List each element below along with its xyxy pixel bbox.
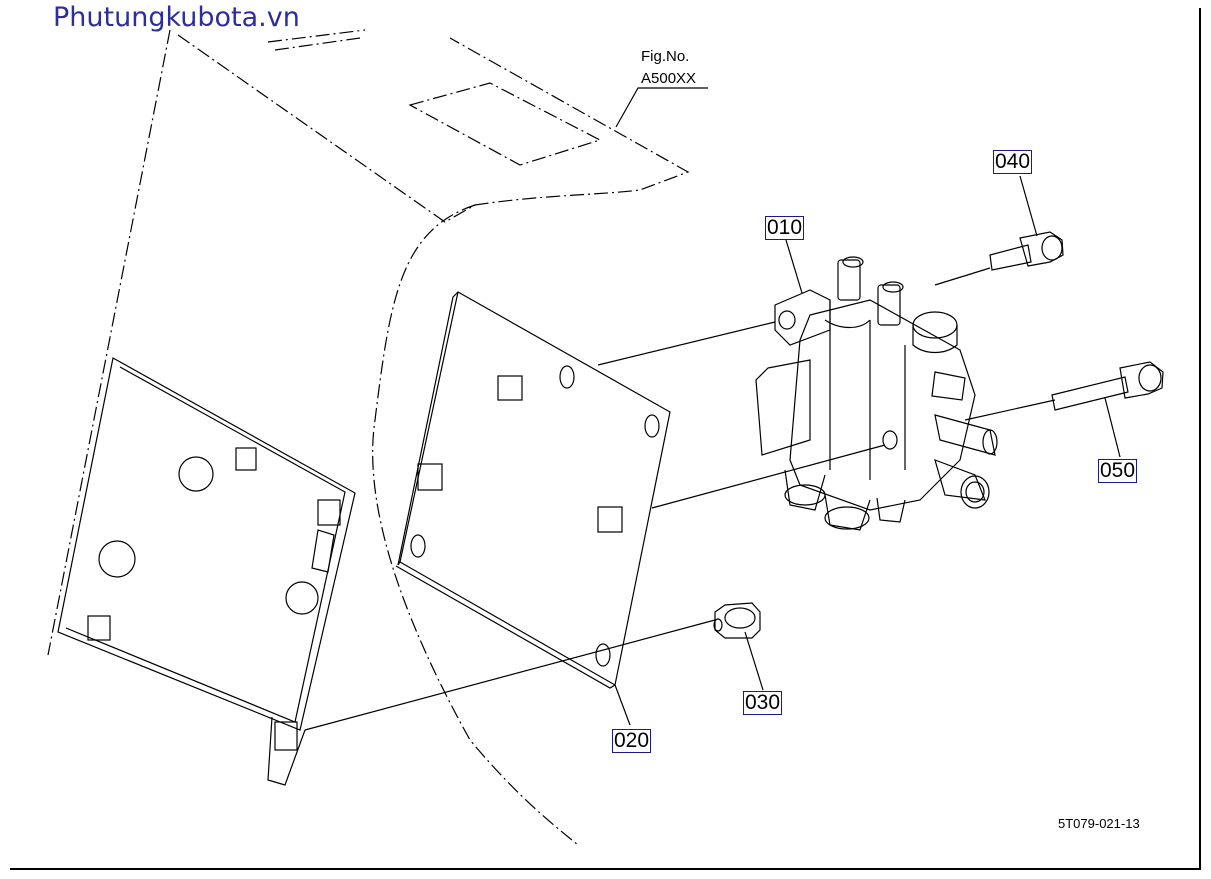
callout-030[interactable]: 030 <box>743 691 783 715</box>
leader-010 <box>785 239 803 294</box>
bolt-040 <box>989 231 1064 271</box>
figure-number: A500XX <box>641 70 697 87</box>
watermark: Phutungkubota.vn <box>53 2 300 33</box>
callout-050[interactable]: 050 <box>1098 459 1138 483</box>
control-valve <box>755 256 998 531</box>
housing-outline <box>47 29 690 846</box>
callout-010[interactable]: 010 <box>765 216 805 240</box>
left-panel <box>57 357 356 786</box>
bolt-050 <box>1051 361 1164 411</box>
figure-label: Fig.No. <box>641 48 690 65</box>
leader-050 <box>1104 397 1121 458</box>
nut-030 <box>713 602 761 639</box>
drawing-frame <box>10 8 1201 870</box>
mounting-plate <box>395 291 671 689</box>
leader-030 <box>744 631 764 691</box>
callout-020[interactable]: 020 <box>612 729 652 753</box>
leader-020 <box>614 684 631 726</box>
drawing-code: 5T079-021-13 <box>1058 816 1140 831</box>
leader-040 <box>1019 175 1038 237</box>
callout-040[interactable]: 040 <box>993 150 1033 174</box>
